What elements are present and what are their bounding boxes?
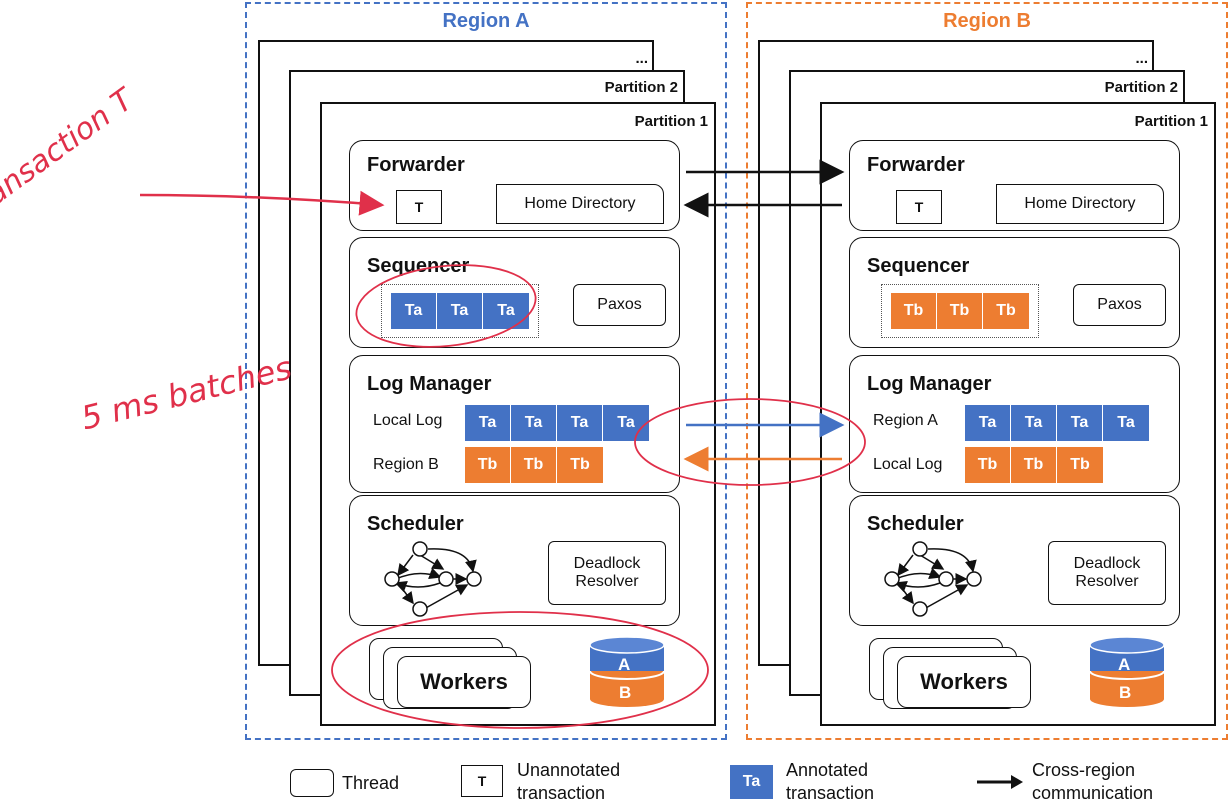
log-cell: Tb [965, 447, 1011, 483]
legend-annotated-line1: Annotated [786, 760, 869, 780]
database-icon-a [589, 636, 665, 707]
legend-unannotated-label: Unannotated transaction [517, 759, 620, 805]
dependency-graph-icon [884, 541, 982, 617]
batch-cell: Tb [891, 293, 937, 329]
log-row1-label-a: Local Log [373, 412, 443, 429]
log-cell: Ta [1103, 405, 1149, 441]
paxos-a: Paxos [573, 284, 666, 326]
region-b-title: Region B [943, 10, 1031, 32]
partition-1-label-b: Partition 1 [1134, 113, 1208, 130]
database-icon-b [1089, 636, 1165, 707]
legend-thread-swatch [290, 769, 334, 797]
log-circle [634, 398, 866, 486]
batch-cell: Ta [483, 293, 529, 329]
deadlock-resolver-a: Deadlock Resolver [548, 541, 666, 605]
log-cell: Ta [1057, 405, 1103, 441]
batch-cell: Tb [983, 293, 1029, 329]
legend-annotated-swatch: Ta [730, 765, 774, 799]
partition-2-label-b: Partition 2 [1104, 79, 1178, 96]
deadlock-line1: Deadlock [1073, 555, 1141, 572]
batch-cell: Ta [437, 293, 483, 329]
legend-cross-line1: Cross-region [1032, 760, 1136, 780]
log-row1-label-b: Region A [873, 412, 938, 429]
legend-annotated-line2: transaction [786, 783, 875, 803]
log-row2-b: Tb Tb Tb [965, 447, 1103, 483]
unannotated-txn-a: T [396, 190, 442, 224]
legend-cross-label: Cross-region communication [1032, 759, 1153, 805]
partition-2-label-a: Partition 2 [604, 79, 678, 96]
batch-cell: Tb [937, 293, 983, 329]
storage-top-label-a: A [618, 655, 631, 674]
home-directory-b: Home Directory [996, 184, 1164, 224]
legend-annotated-label: Annotated transaction [786, 759, 874, 805]
log-row2-label-b: Local Log [873, 456, 943, 473]
log-manager-title-a: Log Manager [367, 373, 492, 395]
log-cell: Ta [1011, 405, 1057, 441]
partition-n-label-a: ... [635, 50, 648, 67]
deadlock-resolver-b: Deadlock Resolver [1048, 541, 1166, 605]
deadlock-line1: Deadlock [573, 555, 641, 572]
batch-cell: Ta [391, 293, 437, 329]
log-cell: Tb [1011, 447, 1057, 483]
log-row2-label-a: Region B [373, 456, 439, 473]
log-row2-a: Tb Tb Tb [465, 447, 603, 483]
log-manager-title-b: Log Manager [867, 373, 992, 395]
partition-1-label-a: Partition 1 [634, 113, 708, 130]
unannotated-txn-b: T [896, 190, 942, 224]
forwarder-title-a: Forwarder [367, 154, 465, 176]
deadlock-line2: Resolver [575, 573, 639, 590]
legend-unannotated-line1: Unannotated [517, 760, 621, 780]
log-row1-a: Ta Ta Ta Ta [465, 405, 649, 441]
scheduler-title-a: Scheduler [367, 513, 464, 535]
sequencer-circle [355, 264, 537, 348]
sequencer-batch-frame-a [381, 284, 539, 338]
storage-top-label-b: A [1118, 655, 1131, 674]
workers-circle [331, 611, 709, 729]
sequencer-title-b: Sequencer [867, 255, 970, 277]
transaction-arrow [139, 190, 385, 216]
log-cell: Ta [465, 405, 511, 441]
log-cell: Tb [1057, 447, 1103, 483]
legend-unannotated-swatch: T [461, 765, 503, 797]
workers-a: Workers [397, 656, 531, 708]
deadlock-line2: Resolver [1075, 573, 1139, 590]
log-cell: Tb [511, 447, 557, 483]
storage-bottom-label-b: B [1119, 683, 1132, 702]
log-row1-b: Ta Ta Ta Ta [965, 405, 1149, 441]
storage-bottom-label-a: B [619, 683, 632, 702]
sequencer-batch-b: Tb Tb Tb [891, 293, 1029, 329]
home-directory-a: Home Directory [496, 184, 664, 224]
forwarder-title-b: Forwarder [867, 154, 965, 176]
region-b-frame [746, 2, 1228, 740]
partition-n-label-b: ... [1135, 50, 1148, 67]
log-cell: Ta [557, 405, 603, 441]
log-cell: Ta [965, 405, 1011, 441]
sequencer-batch-a: Ta Ta Ta [391, 293, 529, 329]
legend-arrow-icon [977, 775, 1023, 789]
log-cell: Tb [465, 447, 511, 483]
workers-label-b: Workers [920, 669, 1008, 694]
log-cell: Ta [511, 405, 557, 441]
scheduler-title-b: Scheduler [867, 513, 964, 535]
workers-b: Workers [897, 656, 1031, 708]
dependency-graph-icon [384, 541, 482, 617]
workers-label-a: Workers [420, 669, 508, 694]
sequencer-title-a: Sequencer [367, 255, 470, 277]
sequencer-batch-frame-b [881, 284, 1039, 338]
region-a-title: Region A [442, 10, 530, 32]
log-cell: Tb [557, 447, 603, 483]
legend-unannotated-line2: transaction [517, 783, 606, 803]
log-cell: Ta [603, 405, 649, 441]
legend-thread-label: Thread [342, 773, 400, 793]
paxos-b: Paxos [1073, 284, 1166, 326]
region-a-frame [245, 2, 727, 740]
legend-cross-line2: communication [1032, 783, 1154, 803]
